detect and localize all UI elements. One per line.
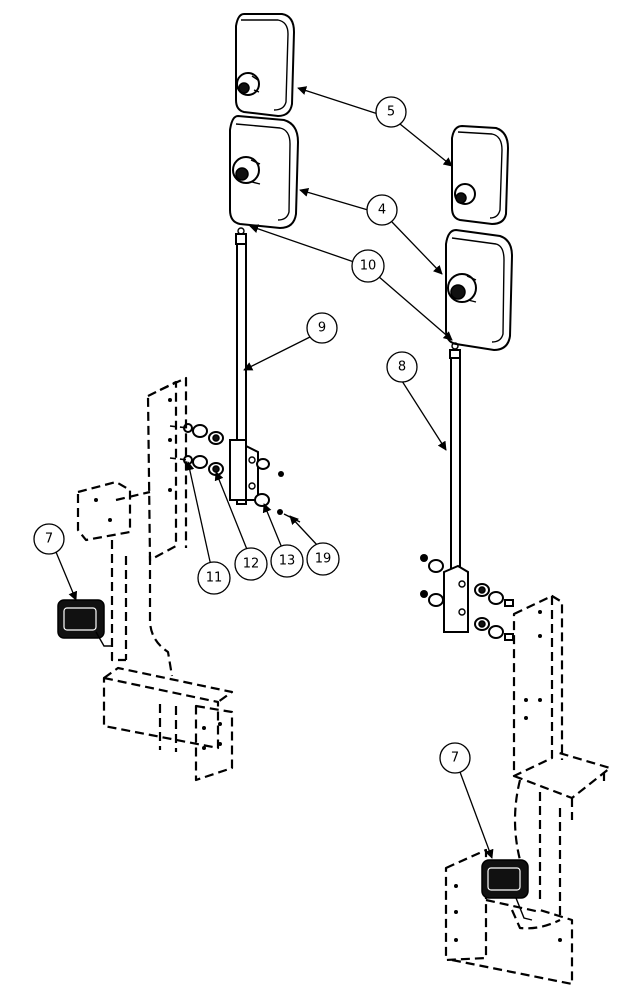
mirror-lower-right xyxy=(445,228,514,352)
callout-19-label: 19 xyxy=(315,552,332,567)
callout-19: 19 xyxy=(306,542,340,576)
mirror-rod-left xyxy=(235,227,247,505)
leader-lines xyxy=(55,86,494,859)
callout-7-left: 7 xyxy=(33,523,65,555)
callout-13: 13 xyxy=(270,544,304,578)
callout-9: 9 xyxy=(306,312,338,344)
callout-11: 11 xyxy=(197,561,231,595)
hardware-left xyxy=(169,423,301,523)
callout-9-label: 9 xyxy=(318,321,326,336)
callout-13-label: 13 xyxy=(279,554,296,569)
callout-7-left-label: 7 xyxy=(45,532,53,547)
mount-frame-right xyxy=(444,594,612,986)
work-light-left xyxy=(57,599,112,647)
callout-10-label: 10 xyxy=(360,259,377,274)
hardware-right xyxy=(420,554,514,641)
callout-5: 5 xyxy=(375,96,407,128)
callout-4-label: 4 xyxy=(378,203,386,218)
callout-12: 12 xyxy=(234,547,268,581)
callout-8: 8 xyxy=(386,351,418,383)
callout-12-label: 12 xyxy=(243,557,260,572)
mount-frame-left xyxy=(76,376,234,782)
mirror-upper-left xyxy=(235,13,296,118)
callout-4: 4 xyxy=(366,194,398,226)
mirror-upper-right xyxy=(451,124,510,226)
rod-clamp-left xyxy=(229,439,259,501)
mirror-lower-left xyxy=(229,114,300,230)
callout-7-right: 7 xyxy=(439,742,471,774)
callout-11-label: 11 xyxy=(206,571,223,586)
callout-5-label: 5 xyxy=(387,105,395,120)
callout-10: 10 xyxy=(351,249,385,283)
callout-8-label: 8 xyxy=(398,360,406,375)
work-light-right xyxy=(481,859,533,921)
callout-7-right-label: 7 xyxy=(451,751,459,766)
rod-clamp-right xyxy=(443,564,469,633)
